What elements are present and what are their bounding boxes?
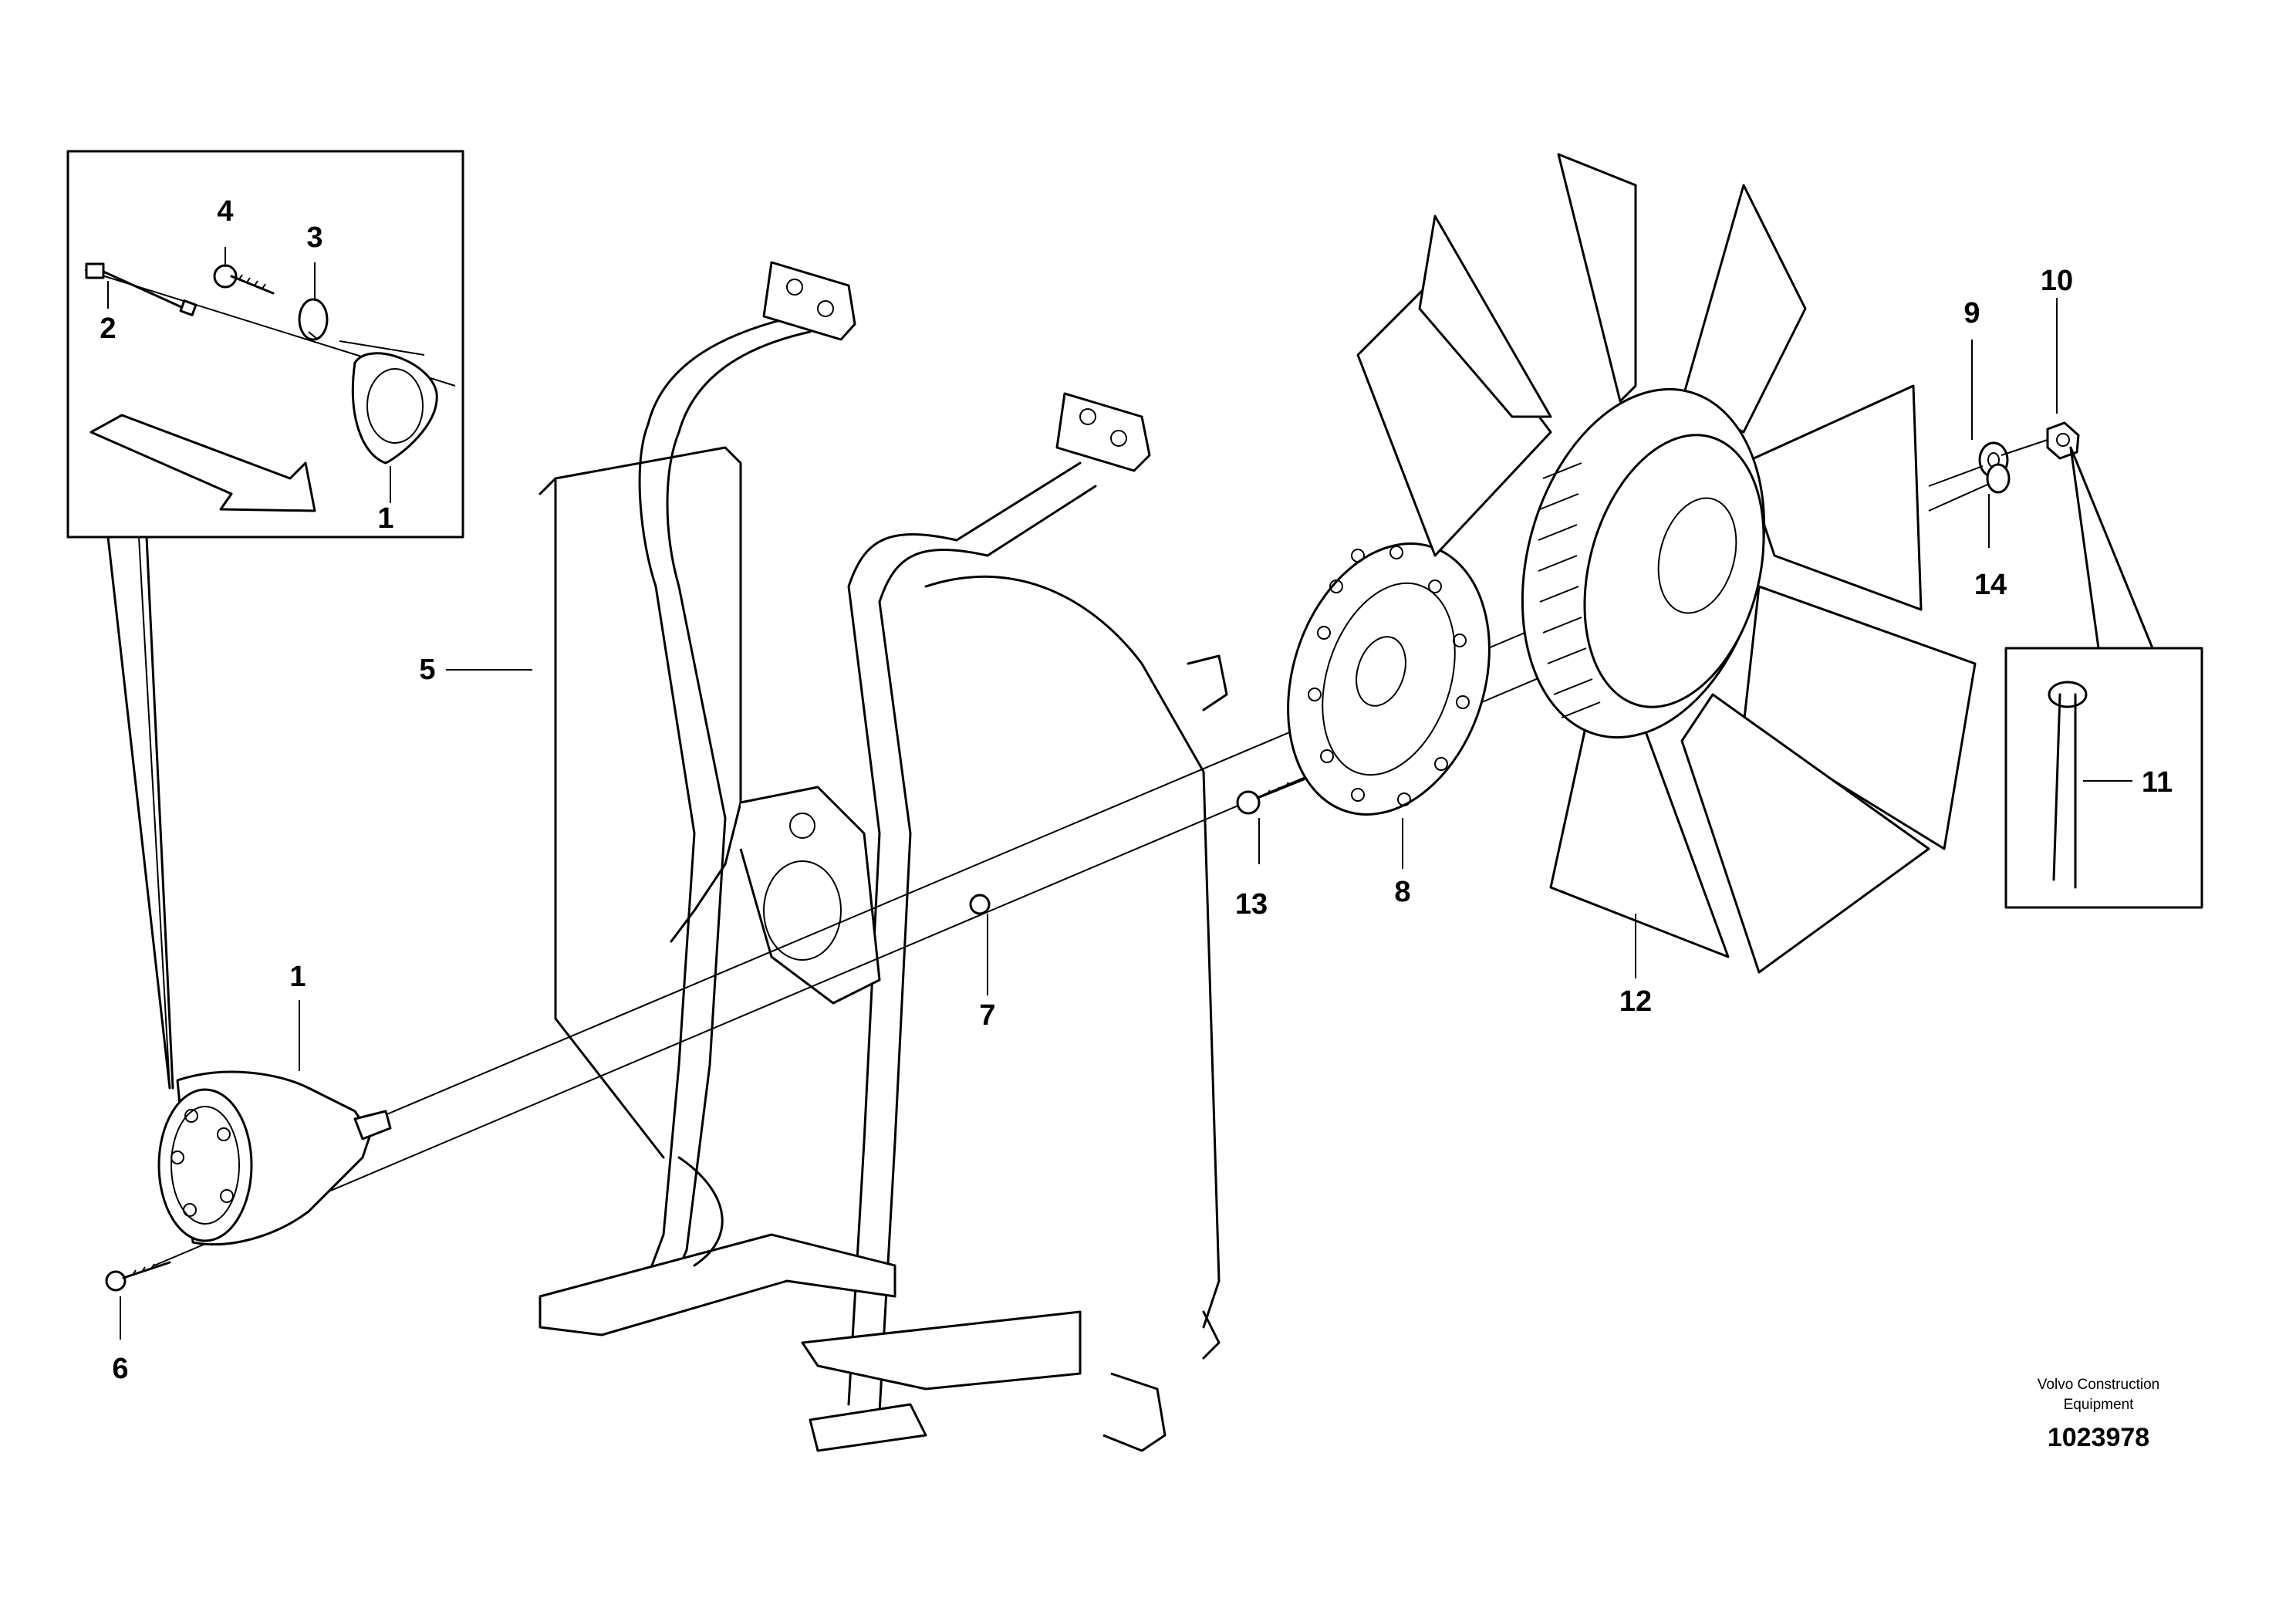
- motor-end-detail: [339, 340, 438, 465]
- callout-label-5: 5: [419, 654, 435, 686]
- adapter-flange-part-8: [1287, 542, 1491, 816]
- fan-part-12: [1356, 153, 1977, 974]
- direction-arrow-icon: [89, 414, 316, 512]
- cotter-pin-part-11: [2048, 681, 2088, 889]
- callout-label-14: 14: [1974, 569, 2007, 601]
- detail-inset-box: [66, 150, 464, 1090]
- callout-label-7: 7: [979, 999, 995, 1032]
- washer-part-14: [1928, 463, 2011, 512]
- detail-box-part-11: [2004, 446, 2203, 909]
- callout-label-12: 12: [1619, 985, 1652, 1018]
- credit-line-1: Volvo Construction: [2038, 1377, 2159, 1393]
- sensor-part-2: [85, 262, 198, 316]
- bolt-part-13: [1236, 778, 1305, 815]
- callout-label-1-detail: 1: [377, 502, 393, 535]
- callout-label-3: 3: [306, 221, 322, 254]
- document-number: 1023978: [2048, 1423, 2149, 1452]
- callout-label-1-main: 1: [289, 961, 306, 993]
- callout-label-9: 9: [1963, 297, 1980, 329]
- nut-part-10: [2001, 421, 2080, 460]
- shroud-frame-part-5: [539, 261, 1228, 1452]
- callout-leaders: [107, 247, 2132, 1340]
- callout-label-4: 4: [217, 195, 233, 228]
- callout-label-11: 11: [2142, 766, 2173, 799]
- callout-label-10: 10: [2041, 265, 2073, 297]
- credit-line-2: Equipment: [2064, 1397, 2135, 1413]
- callout-label-6: 6: [112, 1353, 128, 1385]
- callout-label-8: 8: [1394, 876, 1410, 908]
- bolt-part-6: [105, 1261, 171, 1292]
- hydraulic-motor-part-1: [157, 1070, 392, 1246]
- clip-part-3: [298, 298, 329, 341]
- bolt-part-4: [213, 264, 275, 295]
- callout-label-13: 13: [1235, 888, 1268, 921]
- nut-part-7: [969, 894, 991, 915]
- callout-label-2: 2: [100, 313, 116, 345]
